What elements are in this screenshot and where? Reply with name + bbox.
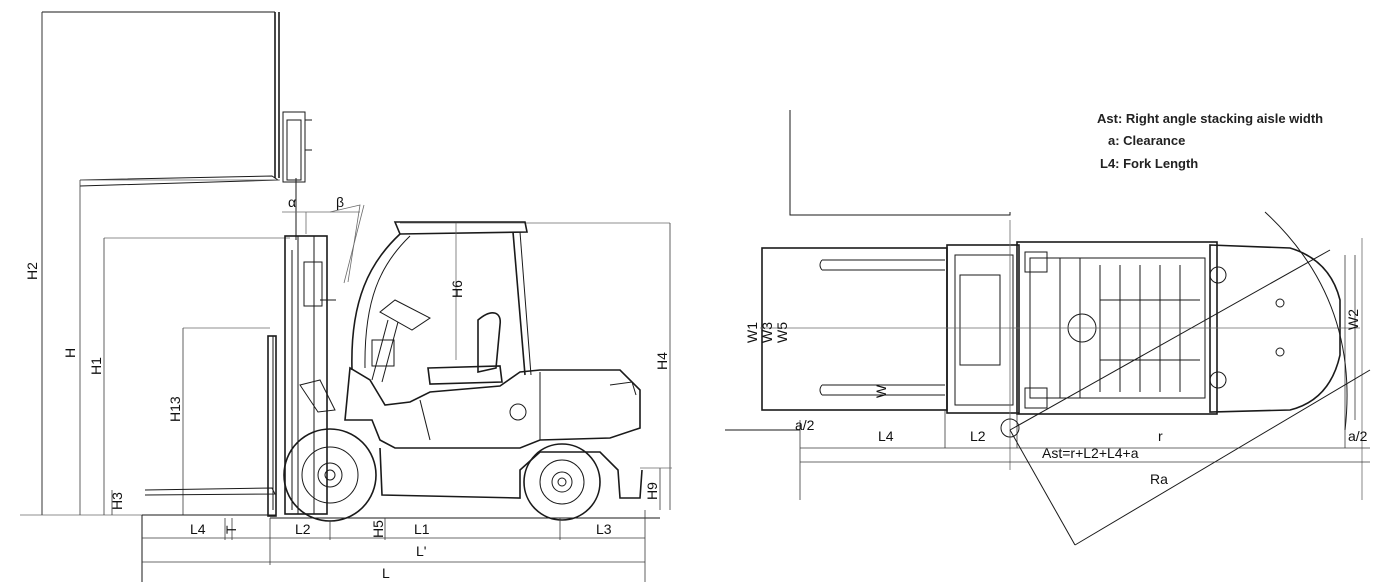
label-h: H (62, 348, 78, 358)
label-alpha: α (288, 194, 296, 210)
label-h2: H2 (24, 262, 40, 280)
label-l2-side: L2 (295, 521, 311, 537)
label-l3: L3 (596, 521, 612, 537)
legend-l4: L4: Fork Length (1100, 156, 1198, 171)
legend-a: a: Clearance (1108, 133, 1185, 148)
label-r: r (1158, 428, 1163, 444)
label-w1: W1 (744, 322, 760, 343)
steering (371, 299, 431, 383)
label-h4: H4 (654, 352, 670, 370)
side-view (20, 11, 672, 582)
label-t: T (223, 525, 239, 534)
seat (427, 312, 503, 385)
label-l-prime: L' (416, 543, 426, 559)
label-h5: H5 (370, 520, 386, 538)
label-h1: H1 (88, 357, 104, 375)
label-h9: H9 (644, 482, 660, 500)
truck-body (299, 366, 643, 499)
legend-ast: Ast: Right angle stacking aisle width (1097, 111, 1323, 126)
label-w: W (873, 384, 889, 398)
raised-load (41, 11, 312, 515)
label-h13: H13 (167, 396, 183, 422)
label-a2-left: a/2 (795, 417, 815, 433)
label-w2: W2 (1345, 309, 1361, 330)
label-beta: β (336, 194, 344, 210)
label-h3: H3 (109, 492, 125, 510)
label-w3: W3 (759, 322, 775, 343)
mast (284, 235, 336, 515)
label-ra: Ra (1150, 471, 1168, 487)
label-ast-formula: Ast=r+L2+L4+a (1042, 445, 1139, 461)
label-l1: L1 (414, 521, 430, 537)
label-l4-top: L4 (878, 428, 894, 444)
label-h6: H6 (449, 280, 465, 298)
label-l: L (382, 565, 390, 581)
label-w5: W5 (774, 322, 790, 343)
label-l2-top: L2 (970, 428, 986, 444)
overhead-guard (351, 221, 532, 376)
label-l4-side: L4 (190, 521, 206, 537)
top-view (725, 110, 1371, 546)
label-a2-right: a/2 (1348, 428, 1368, 444)
rear-wheel (523, 443, 601, 521)
fork (141, 335, 277, 582)
